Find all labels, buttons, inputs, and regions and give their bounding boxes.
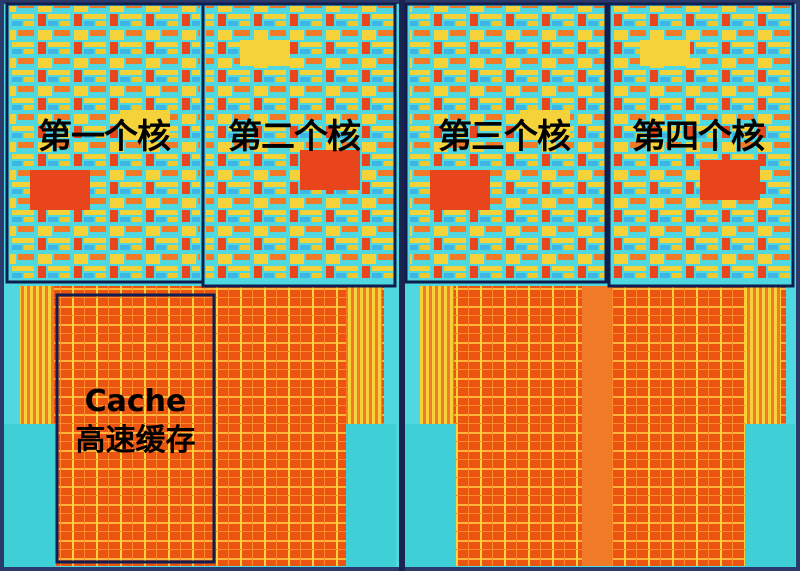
right-chip — [404, 4, 796, 567]
core-4-label: 第四个核 — [632, 117, 765, 157]
core-2-box — [201, 2, 397, 288]
cache-label-zh: 高速缓存 — [75, 423, 196, 458]
core-4-box — [607, 2, 795, 288]
cache-label-en: Cache — [84, 384, 187, 419]
cache-box — [55, 293, 216, 564]
core-3-label: 第三个核 — [438, 117, 571, 157]
core-1-label: 第一个核 — [38, 117, 171, 157]
cache-label: Cache 高速缓存 — [57, 382, 214, 460]
core-2-label: 第二个核 — [228, 117, 361, 157]
core-3-box — [404, 2, 608, 284]
